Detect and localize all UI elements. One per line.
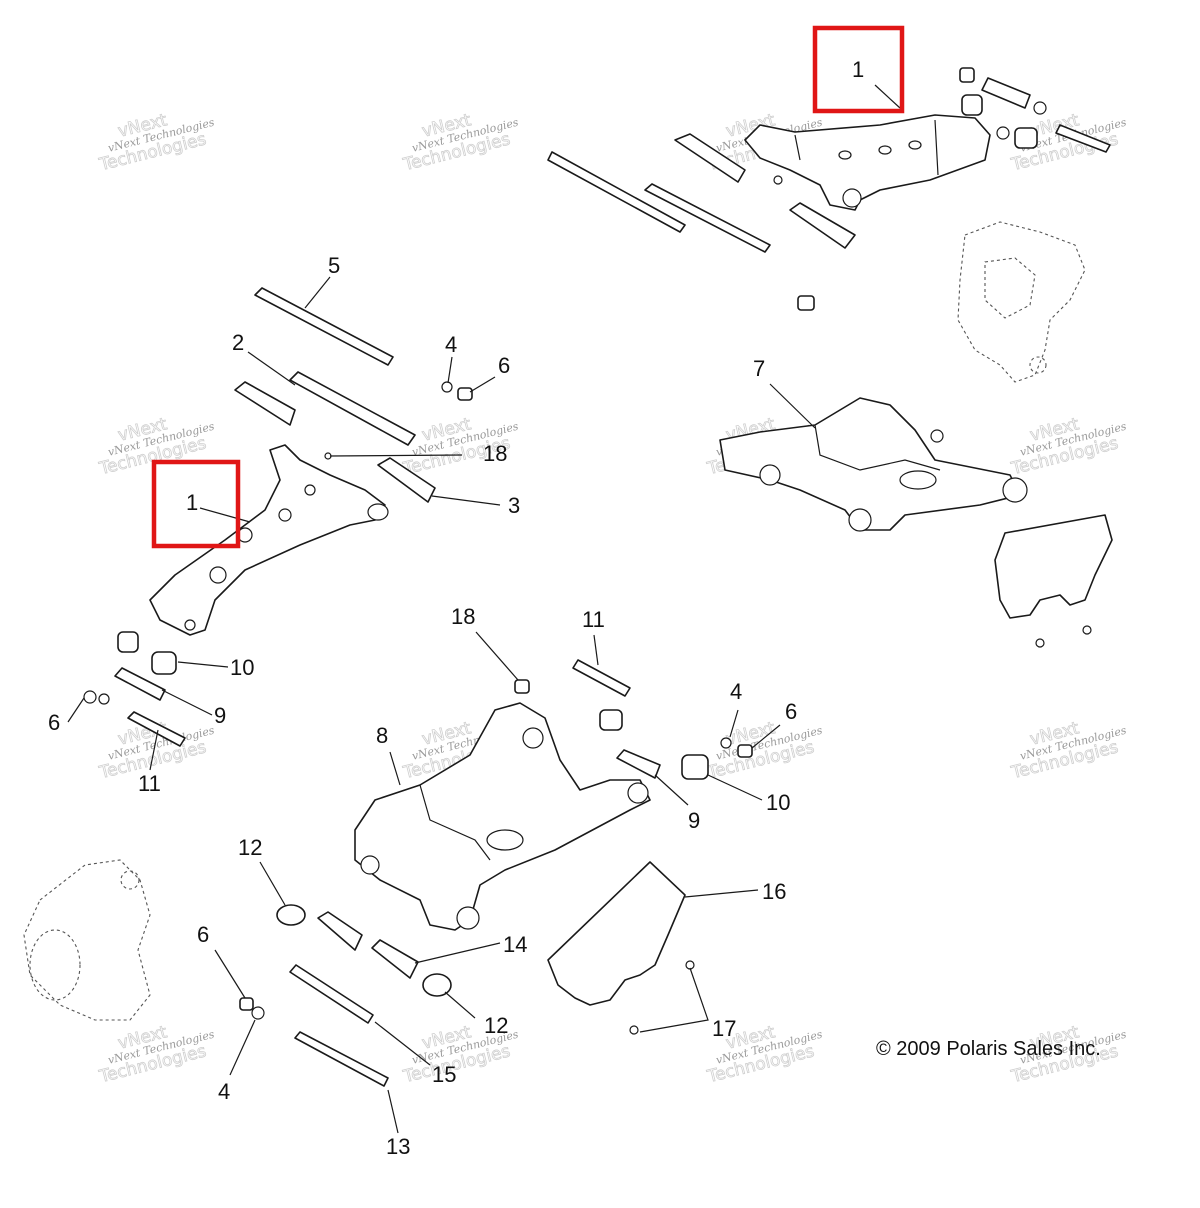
upper-control-arm (744, 114, 991, 211)
callout-6: 6 (498, 353, 510, 378)
watermark: vNext vNext Technologies Technologies (704, 718, 824, 784)
copyright-text: © 2009 Polaris Sales Inc. (876, 1038, 1101, 1060)
rear-subframe-lower (354, 702, 651, 931)
callout-9: 9 (214, 703, 226, 728)
callout-labels: 1 1 2 3 4 4 4 5 6 6 6 6 7 8 9 9 10 10 11… (48, 57, 864, 1159)
callout-10: 10 (766, 790, 790, 815)
highlight-box-left (151, 459, 241, 549)
callout-6: 6 (785, 699, 797, 724)
callout-13: 13 (386, 1134, 410, 1159)
callout-4: 4 (218, 1079, 230, 1104)
watermark: vNext vNext Technologies Technologies (1008, 718, 1128, 784)
callout-9: 9 (688, 808, 700, 833)
lower-hardware (239, 659, 753, 1087)
highlight-box-top (812, 25, 905, 114)
callout-18: 18 (483, 441, 507, 466)
callout-18: 18 (451, 604, 475, 629)
watermark: vNext vNext Technologies Technologies (400, 110, 520, 176)
callout-2: 2 (232, 330, 244, 355)
skid-plate-right (994, 514, 1113, 648)
callout-6: 6 (48, 710, 60, 735)
callout-16: 16 (762, 879, 786, 904)
upper-hardware (547, 67, 1111, 311)
left-hardware (83, 287, 473, 747)
callout-4: 4 (730, 679, 742, 704)
callout-1: 1 (186, 490, 198, 515)
callout-3: 3 (508, 493, 520, 518)
callout-7: 7 (753, 356, 765, 381)
skid-plate-lower (547, 861, 686, 1006)
callout-17: 17 (712, 1016, 736, 1041)
watermark: vNext vNext Technologies Technologies (96, 110, 216, 176)
watermark: vNext vNext Technologies Technologies (1008, 414, 1128, 480)
callout-1: 1 (852, 57, 864, 82)
highlight-boxes (151, 25, 905, 549)
left-control-arm (149, 444, 389, 636)
callout-5: 5 (328, 253, 340, 278)
knuckle-ghost-right (957, 221, 1086, 383)
callout-14: 14 (503, 932, 527, 957)
rear-subframe-right (719, 397, 1028, 532)
callout-12: 12 (238, 835, 262, 860)
callout-11: 11 (138, 771, 161, 796)
watermark: vNext vNext Technologies Technologies (1008, 1022, 1128, 1088)
leader-lines (67, 84, 901, 1134)
callout-6: 6 (197, 922, 209, 947)
callout-8: 8 (376, 723, 388, 748)
callout-11: 11 (582, 607, 605, 632)
watermark: vNext vNext Technologies Technologies (96, 1022, 216, 1088)
knuckle-ghost-left (23, 859, 151, 1021)
callout-12: 12 (484, 1013, 508, 1038)
callout-4: 4 (445, 332, 457, 357)
callout-15: 15 (432, 1062, 456, 1087)
callout-10: 10 (230, 655, 254, 680)
